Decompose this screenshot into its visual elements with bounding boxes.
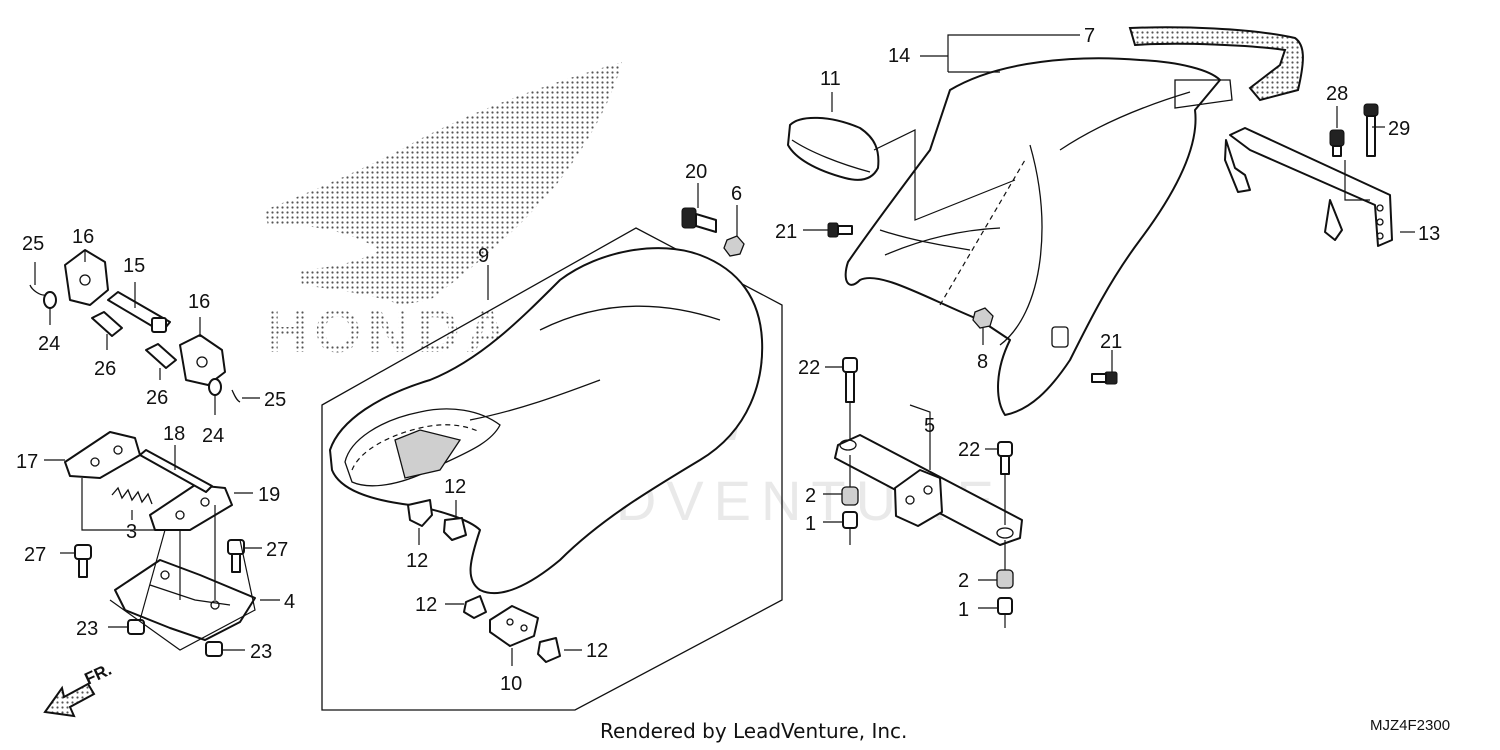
callout-29: 29 xyxy=(1388,118,1410,140)
callout-23-right: 23 xyxy=(250,641,272,663)
bolt-20 xyxy=(681,207,717,233)
callout-1-left: 1 xyxy=(805,513,816,535)
collar-2-right xyxy=(996,569,1014,589)
diagram-code: MJZ4F2300 xyxy=(1370,717,1450,734)
bolt-1-right xyxy=(997,597,1013,615)
leader-lines xyxy=(34,34,1415,666)
callout-22-right: 22 xyxy=(958,439,980,461)
callout-26-upper: 26 xyxy=(94,358,116,380)
callout-17: 17 xyxy=(16,451,38,473)
callout-3: 3 xyxy=(126,521,137,543)
hinge-plate-5 xyxy=(834,434,1023,546)
rubber-seal-7 xyxy=(1128,26,1304,102)
bolt-29 xyxy=(1363,103,1379,157)
rod-18 xyxy=(139,449,213,493)
bracket-13 xyxy=(1224,127,1393,247)
callout-23-left: 23 xyxy=(76,618,98,640)
bolt-22-left xyxy=(842,357,858,403)
lock-arm-17 xyxy=(64,431,141,479)
callout-11: 11 xyxy=(820,68,841,90)
callout-12-c: 12 xyxy=(415,594,437,616)
clip-12-d xyxy=(537,637,561,663)
nut-6 xyxy=(723,235,745,257)
honda-wing-logo: HONDA xyxy=(265,62,622,365)
callout-18: 18 xyxy=(163,423,185,445)
callout-25-upper: 25 xyxy=(22,233,44,255)
callout-1-right: 1 xyxy=(958,599,969,621)
callout-2-left: 2 xyxy=(805,485,816,507)
shaft-15 xyxy=(107,291,171,333)
callout-12-a: 12 xyxy=(444,476,466,498)
bolt-26-upper xyxy=(91,311,123,337)
seat-assembly xyxy=(321,227,783,711)
callout-12-b: 12 xyxy=(406,550,428,572)
callout-19: 19 xyxy=(258,484,280,506)
clip-12-a xyxy=(407,499,433,527)
pin-25-lower xyxy=(231,389,241,403)
lock-arm-19 xyxy=(149,484,233,531)
bracket-4 xyxy=(114,559,256,641)
footer-credit: Rendered by LeadVenture, Inc. xyxy=(600,719,907,743)
callout-20: 20 xyxy=(685,161,707,183)
seat-pad-11 xyxy=(787,116,880,181)
callout-14: 14 xyxy=(888,45,910,67)
callout-16-left: 16 xyxy=(72,226,94,248)
lock-plate-16-right xyxy=(179,334,226,386)
clip-12-c xyxy=(463,595,487,619)
callout-27-left: 27 xyxy=(24,544,46,566)
callout-16-right: 16 xyxy=(188,291,210,313)
callout-6: 6 xyxy=(731,183,742,205)
bolt-27-left xyxy=(74,544,92,578)
callout-28: 28 xyxy=(1326,83,1348,105)
lock-plate-16-left xyxy=(64,249,109,306)
bolt-28 xyxy=(1329,129,1345,157)
callout-2-right: 2 xyxy=(958,570,969,592)
bolt-27-right xyxy=(227,539,245,573)
callout-9: 9 xyxy=(478,245,489,267)
rear-cowl-assembly xyxy=(844,57,1233,416)
callout-10: 10 xyxy=(500,673,522,695)
callout-22-left: 22 xyxy=(798,357,820,379)
callout-8: 8 xyxy=(977,351,988,373)
callout-26-lower: 26 xyxy=(146,387,168,409)
plate-10 xyxy=(489,605,539,647)
callout-4: 4 xyxy=(284,591,295,613)
bolt-1-left xyxy=(842,511,858,529)
callout-7: 7 xyxy=(1084,25,1095,47)
pin-25-upper xyxy=(29,284,47,296)
callout-labels: 7 14 11 28 29 13 21 21 8 20 6 9 5 22 22 … xyxy=(16,25,1440,695)
washer-24-lower xyxy=(208,378,222,396)
callout-24-lower: 24 xyxy=(202,425,224,447)
clip-12-b xyxy=(443,517,467,541)
bolt-26-lower xyxy=(145,343,177,369)
bolt-21-upper xyxy=(827,222,853,238)
callout-21-upper: 21 xyxy=(775,221,797,243)
honda-logo-text: HONDA xyxy=(265,298,515,365)
spring-3 xyxy=(111,486,153,505)
callout-24-upper: 24 xyxy=(38,333,60,355)
callout-12-d: 12 xyxy=(586,640,608,662)
bolt-21-lower xyxy=(1091,371,1118,385)
callout-15: 15 xyxy=(123,255,145,277)
nut-23-right xyxy=(205,641,223,657)
callout-25-lower: 25 xyxy=(264,389,286,411)
callout-21-lower: 21 xyxy=(1100,331,1122,353)
collar-2-left xyxy=(841,486,859,506)
callout-13: 13 xyxy=(1418,223,1440,245)
nut-8 xyxy=(972,307,994,329)
front-direction-arrow: FR. xyxy=(43,660,115,718)
bolt-22-right xyxy=(997,441,1013,475)
callout-27-right: 27 xyxy=(266,539,288,561)
callout-5: 5 xyxy=(924,415,935,437)
